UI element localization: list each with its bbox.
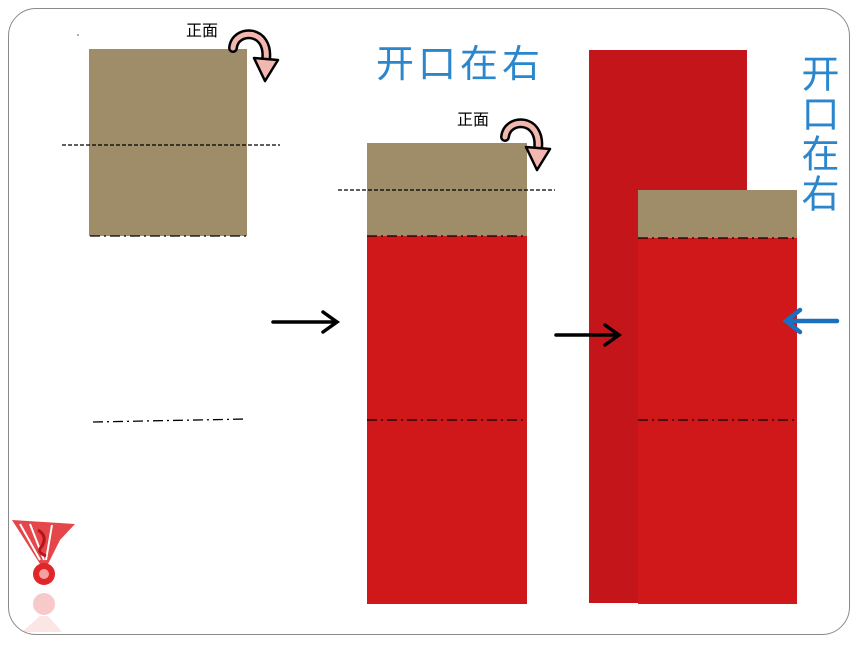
arrow-right-icon: [271, 310, 341, 334]
step1-tan-paper: [89, 49, 247, 236]
shuttlecock-logo-icon: [12, 520, 75, 632]
vertical-title-opening-right: 开口在右: [795, 54, 839, 214]
step1-dashdot-line-bottom: [92, 418, 248, 423]
step3-red-paper: [638, 238, 797, 604]
title-opening-right: 开口在右: [376, 42, 545, 86]
step1-front-label: 正面: [186, 21, 219, 40]
slide-frame: [8, 8, 850, 635]
arrow-left-icon: [782, 307, 840, 335]
step2-front-label: 正面: [457, 110, 490, 129]
curved-arrow-icon: [500, 118, 552, 172]
stray-dot: [77, 34, 79, 36]
arrow-right-icon: [554, 323, 623, 347]
step3-tan-paper: [638, 190, 797, 238]
curved-arrow-icon: [228, 29, 280, 83]
